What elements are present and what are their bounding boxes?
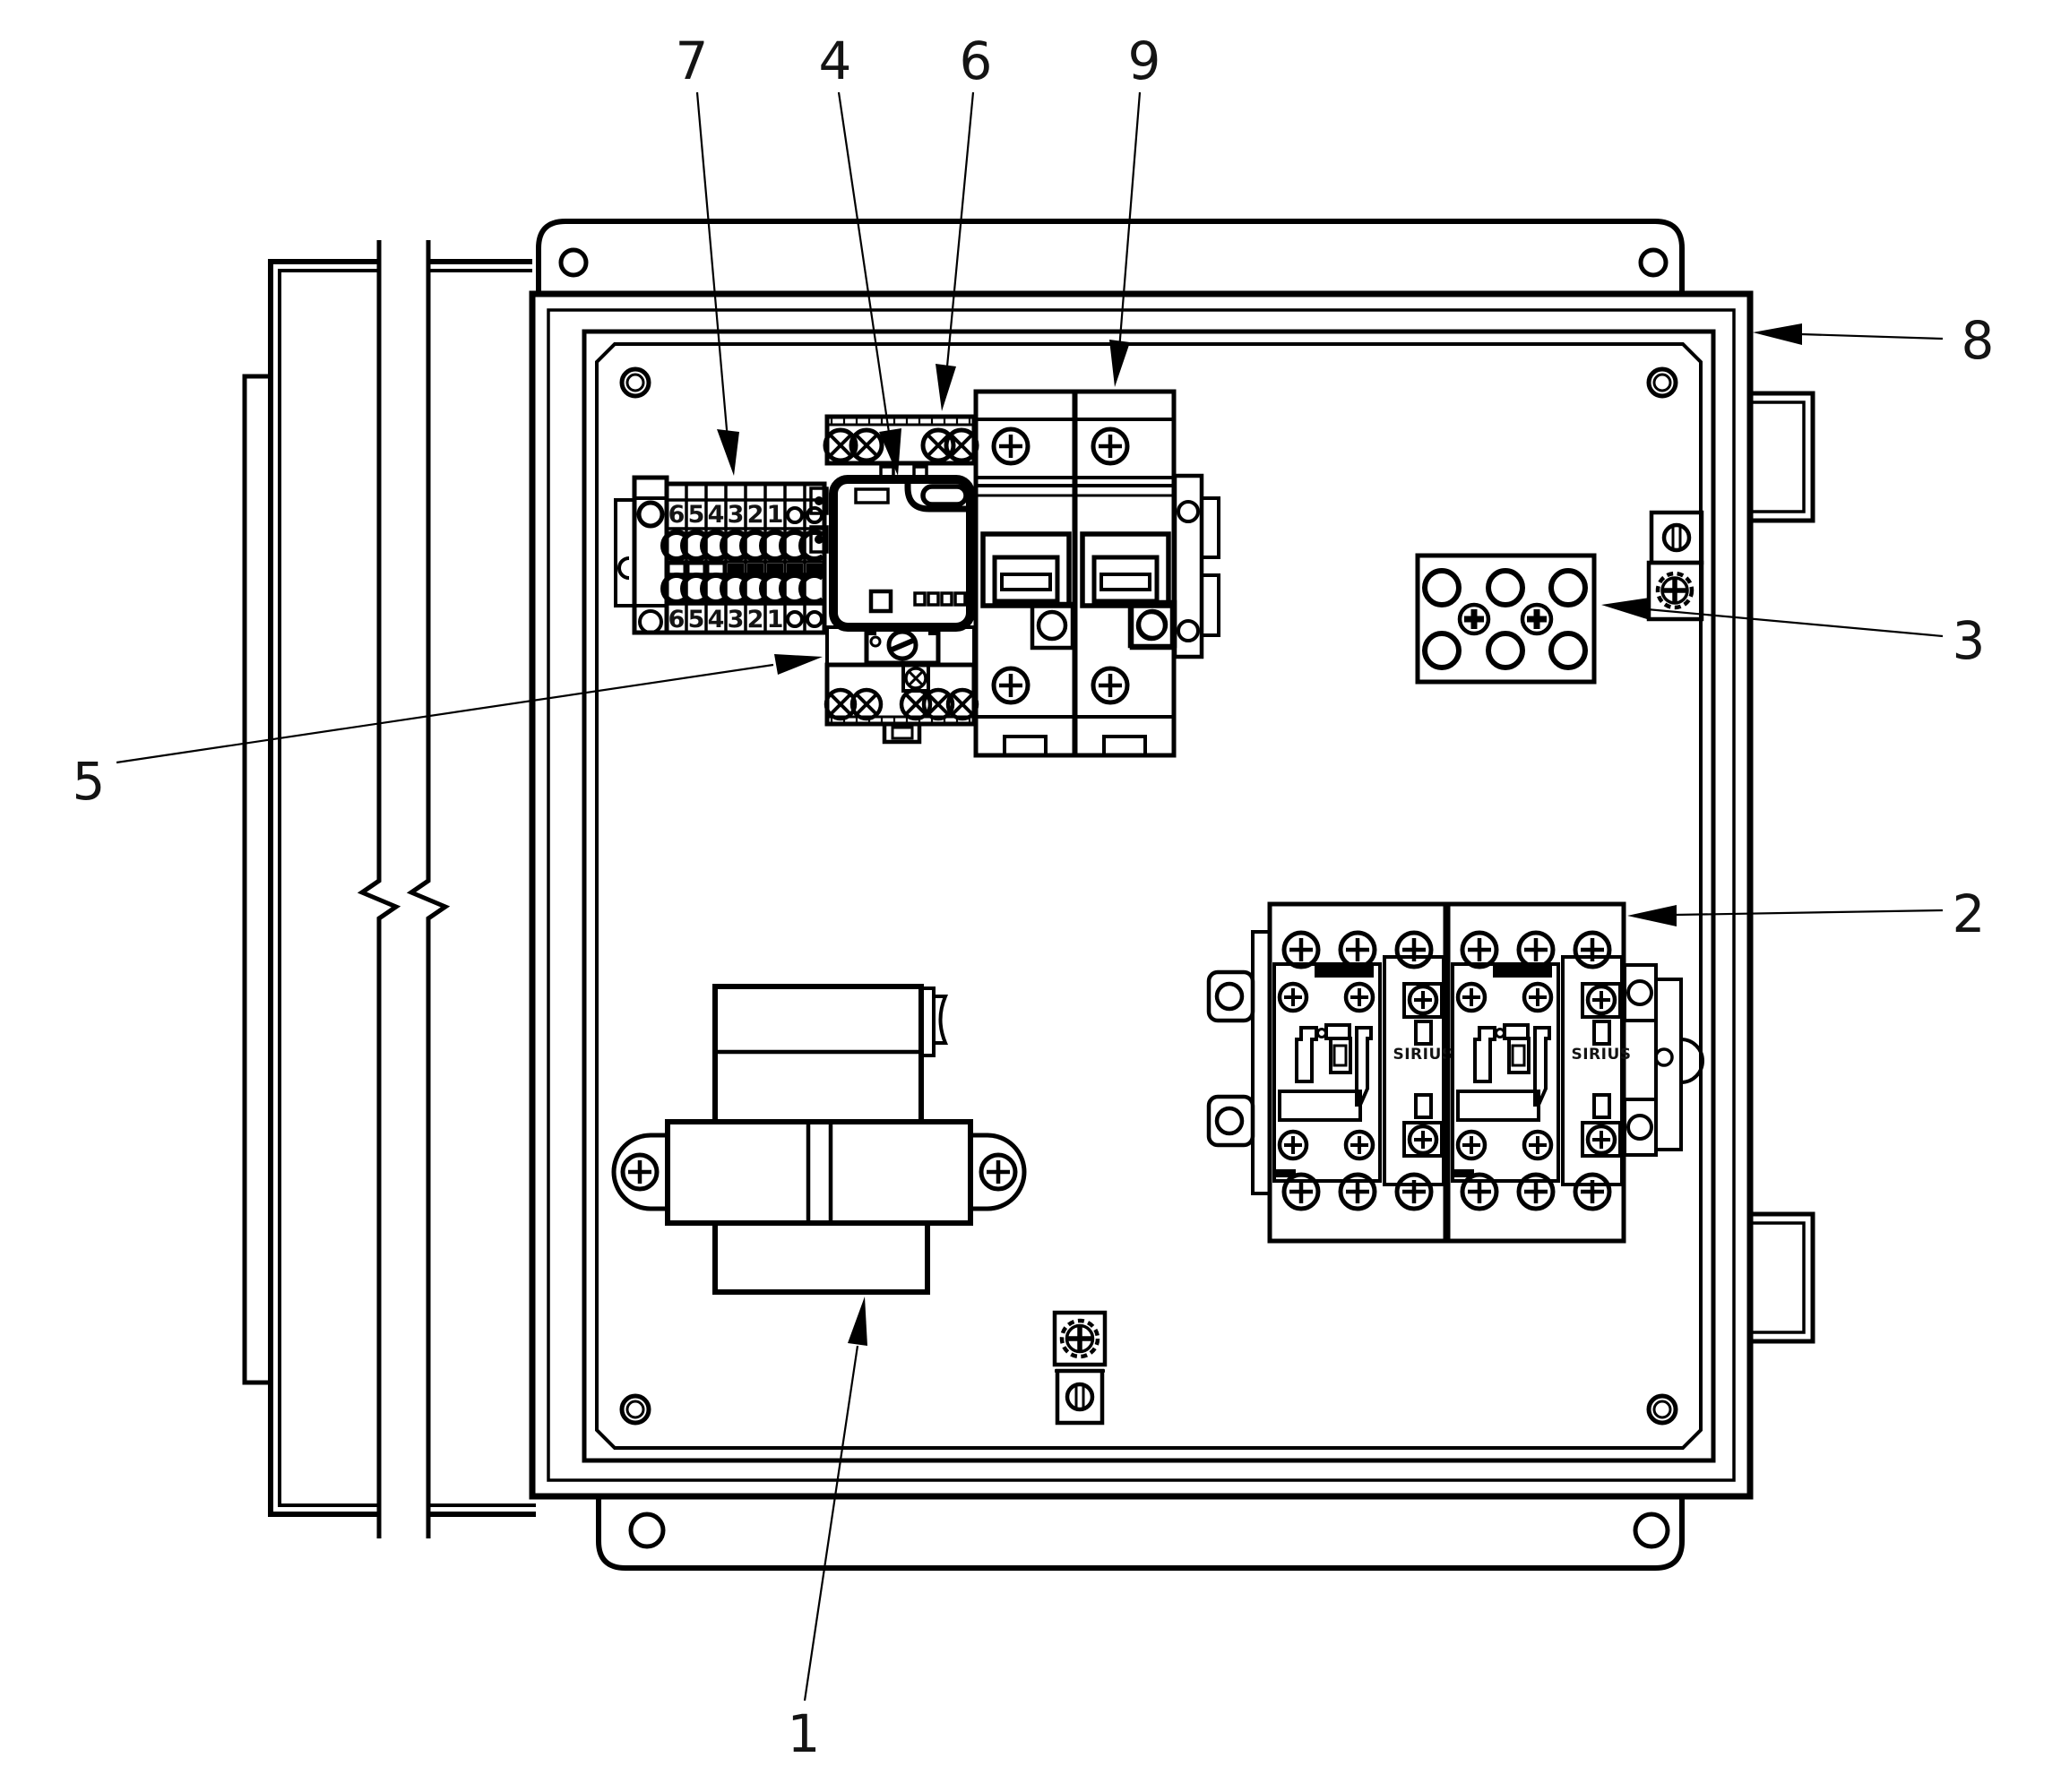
circuit-breaker-1	[973, 389, 1077, 758]
callout-2: 2	[1953, 883, 1986, 944]
power-distribution-block	[1415, 553, 1597, 685]
mounting-hole	[558, 247, 589, 278]
terminal-number: 5	[688, 501, 705, 529]
callout-8: 8	[1962, 310, 1995, 371]
enclosure-box	[529, 219, 1815, 1571]
hinge-block-upper	[1747, 391, 1815, 523]
panel-screw-hole	[622, 369, 649, 396]
callout-5: 5	[73, 751, 106, 812]
contactor-1: SIRIUS	[1267, 901, 1453, 1244]
din-rail-end-right	[1127, 473, 1220, 659]
mounting-hole	[1638, 247, 1669, 278]
panel-screw-hole	[622, 1396, 649, 1423]
contactor-brand-label: SIRIUS	[1571, 1046, 1631, 1064]
breaker-toggle	[1080, 531, 1171, 608]
contactor-mechanism	[1295, 1023, 1373, 1107]
ground-lug-bottom	[1052, 1310, 1108, 1426]
callout-6: 6	[960, 30, 993, 91]
terminal-number: 6	[668, 606, 686, 633]
transformer-core	[665, 1119, 973, 1226]
terminal-block: 6 5 4 3 2 1 6 5 4 3 2 1	[614, 475, 827, 635]
door-back-strip	[242, 374, 271, 1385]
contactor-brand-label: SIRIUS	[1393, 1046, 1453, 1064]
din-rail-end-right-contactor	[1623, 963, 1704, 1157]
mounting-foot	[970, 1133, 1027, 1211]
mounting-hole	[1633, 1512, 1670, 1549]
contactor-mechanism	[1473, 1023, 1551, 1107]
label-window	[1456, 1090, 1540, 1122]
breaker-screw	[1093, 429, 1127, 463]
foot-screw	[623, 1155, 657, 1189]
terminal-number: 2	[747, 606, 764, 633]
panel-screw-hole	[1649, 1396, 1676, 1423]
back-panel	[582, 329, 1716, 1463]
terminal-number: 2	[747, 501, 764, 529]
callout-7: 7	[676, 30, 709, 91]
contactor-2: SIRIUS	[1445, 901, 1631, 1244]
foot-screw	[981, 1155, 1015, 1189]
breaker-window	[1036, 609, 1068, 642]
terminal-number: 1	[767, 501, 784, 529]
breaker-screw	[994, 429, 1028, 463]
bottom-mounting-tab	[596, 1496, 1685, 1571]
label-window	[1278, 1090, 1362, 1122]
selector-switch	[825, 625, 976, 667]
brand-label-bar	[1493, 966, 1552, 978]
callout-3: 3	[1953, 610, 1986, 671]
ground-lug-right	[1646, 510, 1704, 622]
door-panel	[242, 240, 536, 1538]
callout-leaders	[116, 91, 1944, 1702]
usb-c-port	[920, 484, 969, 507]
callout-4: 4	[819, 30, 852, 91]
brand-label-bar	[1315, 966, 1374, 978]
terminal-number: 1	[767, 606, 784, 633]
terminal-number: 4	[708, 606, 725, 633]
din-rail-end-left-contactor	[1206, 930, 1272, 1195]
breaker-screw	[1093, 668, 1127, 702]
breaker-screw	[994, 668, 1028, 702]
mounting-foot	[611, 1133, 668, 1211]
top-mounting-tab	[536, 219, 1685, 294]
breaker-toggle	[980, 531, 1072, 608]
usb-port-notch	[904, 484, 966, 513]
transformer	[611, 984, 1027, 1295]
mounting-hole	[628, 1512, 666, 1549]
din-clip	[882, 721, 922, 745]
callout-9: 9	[1128, 30, 1161, 91]
circuit-breaker-2	[1073, 389, 1177, 758]
panel-screw-hole	[1649, 369, 1676, 396]
break-lines	[357, 240, 451, 1538]
callout-1: 1	[788, 1703, 821, 1764]
terminal-number: 5	[688, 606, 705, 633]
terminal-number: 6	[668, 501, 686, 529]
hinge-block-lower	[1747, 1211, 1815, 1344]
terminal-number: 4	[708, 501, 725, 529]
callout-numbers: 7 4 6 9 8 3 2 5 1	[73, 30, 1995, 1764]
terminal-number: 3	[728, 501, 745, 529]
terminal-number: 3	[728, 606, 745, 633]
